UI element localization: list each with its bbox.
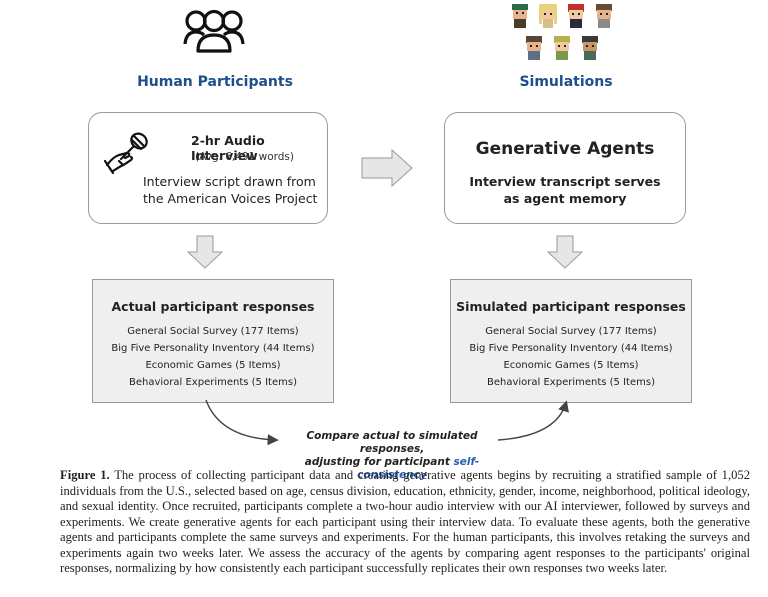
list-item: Behavioral Experiments (5 Items) — [129, 377, 297, 388]
simulated-responses-box: Simulated participant responses General … — [450, 279, 692, 403]
interview-subtitle: (Avg. 6,491 words) — [195, 151, 294, 163]
caption-label: Figure 1. — [60, 468, 110, 482]
interview-title: 2-hr Audio Interview — [191, 133, 265, 163]
list-item: Big Five Personality Inventory (44 Items… — [111, 343, 315, 354]
compare-arrow-left — [205, 399, 279, 446]
generative-agents-title: Generative Agents — [475, 139, 655, 159]
pixel-agents-icon — [512, 4, 612, 60]
simulations-heading: Simulations — [519, 74, 613, 90]
actual-responses-list: General Social Survey (177 Items) Big Fi… — [93, 323, 333, 391]
self-consistency-highlight: self-consistency — [357, 456, 480, 481]
down-block-arrow-left — [186, 235, 224, 269]
simulated-responses-title: Simulated participant responses — [456, 299, 686, 314]
list-item: Economic Games (5 Items) — [145, 360, 281, 371]
people-group-icon — [183, 9, 245, 53]
microphone-hand-icon — [103, 132, 148, 175]
list-item: Big Five Personality Inventory (44 Items… — [469, 343, 673, 354]
interview-description: Interview script drawn from the American… — [143, 174, 318, 206]
compare-line-2-prefix: adjusting for participant — [304, 456, 454, 468]
list-item: Economic Games (5 Items) — [503, 360, 639, 371]
generative-agents-box: Generative Agents Interview transcript s… — [444, 112, 686, 224]
list-item: General Social Survey (177 Items) — [485, 326, 657, 337]
compare-annotation: Compare actual to simulated responses, a… — [282, 430, 502, 482]
figure-caption: Figure 1. The process of collecting part… — [60, 468, 750, 577]
compare-line-2: adjusting for participant self-consisten… — [282, 456, 502, 482]
list-item: Behavioral Experiments (5 Items) — [487, 377, 655, 388]
down-block-arrow-right — [546, 235, 584, 269]
list-item: General Social Survey (177 Items) — [127, 326, 299, 337]
actual-responses-title: Actual participant responses — [111, 299, 315, 314]
compare-line-1: Compare actual to simulated responses, — [306, 430, 478, 455]
caption-text: The process of collecting participant da… — [60, 468, 750, 575]
right-block-arrow — [361, 148, 413, 188]
simulated-responses-list: General Social Survey (177 Items) Big Fi… — [451, 323, 691, 391]
human-participants-heading: Human Participants — [137, 74, 293, 90]
compare-arrow-right — [497, 400, 569, 441]
audio-interview-box: 2-hr Audio Interview (Avg. 6,491 words) … — [88, 112, 328, 224]
generative-agents-description: Interview transcript serves as agent mem… — [469, 174, 661, 206]
actual-responses-box: Actual participant responses General Soc… — [92, 279, 334, 403]
